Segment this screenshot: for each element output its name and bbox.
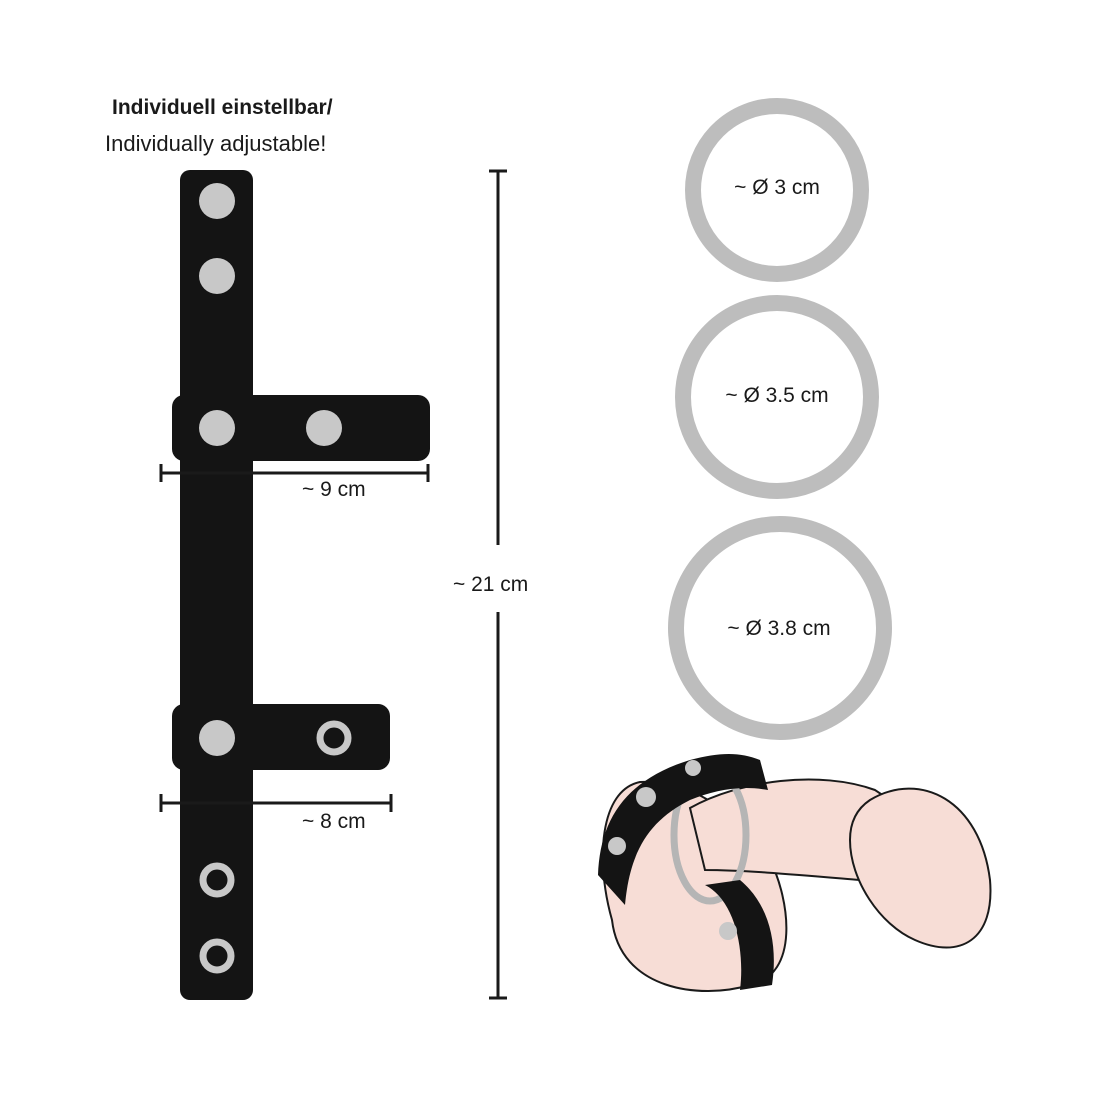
snap-socket: [199, 862, 235, 898]
illustration-snap: [719, 922, 737, 940]
main-strap: [180, 170, 253, 1000]
strap-assembly: [172, 170, 430, 1000]
ring-small: [685, 98, 869, 282]
label-ring-large: ~ Ø 3.8 cm: [727, 617, 831, 640]
upper-cross-strap: [172, 395, 430, 461]
dimension-upper: [159, 464, 430, 482]
heading-english: Individually adjustable!: [105, 131, 327, 156]
heading-german: Individuell einstellbar/: [112, 96, 333, 119]
illustration-snap: [636, 787, 656, 807]
label-upper-strap-length: ~ 9 cm: [302, 478, 366, 501]
illustration-glans: [848, 787, 992, 949]
label-ring-medium: ~ Ø 3.5 cm: [725, 384, 829, 407]
illustration-strap-lower: [705, 880, 774, 990]
snap-button: [306, 410, 342, 446]
ring-medium: [675, 295, 879, 499]
dimension-lower: [159, 794, 393, 812]
snap-socket: [199, 938, 235, 974]
ring-large: [668, 516, 892, 740]
snap-button: [199, 183, 235, 219]
snap-socket: [316, 720, 352, 756]
snap-button: [199, 258, 235, 294]
label-lower-strap-length: ~ 8 cm: [302, 810, 366, 833]
label-ring-small: ~ Ø 3 cm: [734, 176, 820, 199]
snap-button: [199, 720, 235, 756]
label-total-length: ~ 21 cm: [453, 573, 529, 596]
dimension-total: [489, 169, 507, 1000]
snap-button: [199, 410, 235, 446]
illustration-snap: [608, 837, 626, 855]
illustration-snap: [685, 760, 701, 776]
